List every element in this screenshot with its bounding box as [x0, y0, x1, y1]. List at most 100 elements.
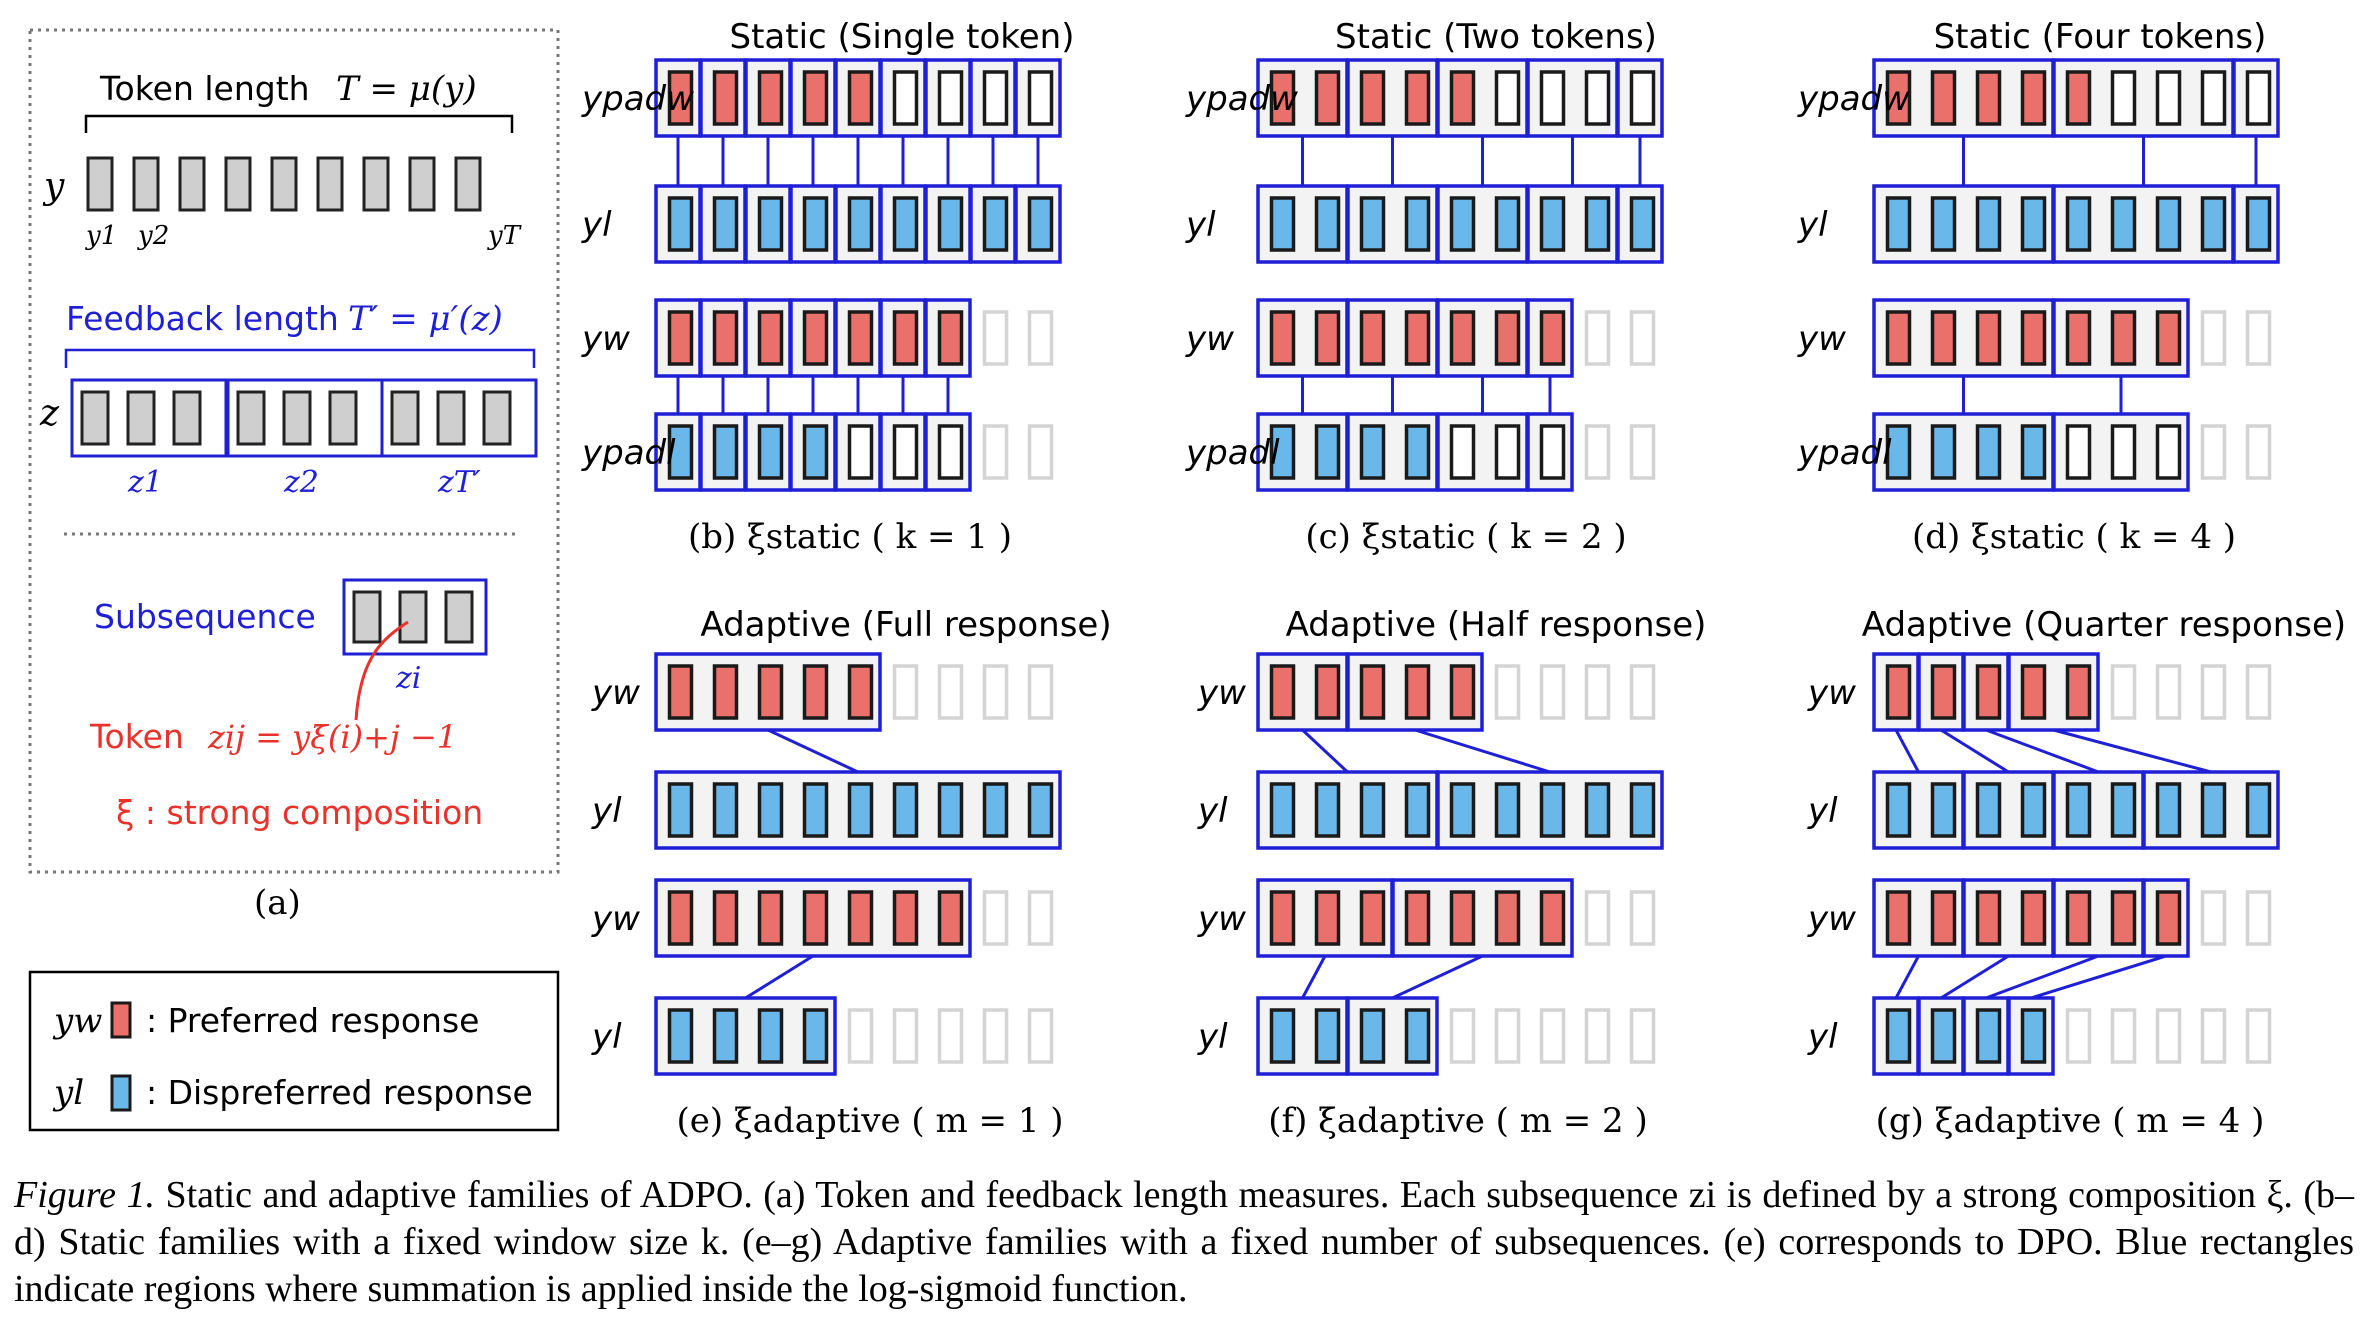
y-token: [454, 156, 482, 212]
z-token: [282, 390, 312, 446]
empty-slot: [1494, 664, 1521, 720]
dispreferred-token: [667, 424, 694, 480]
caption-label: Figure 1.: [14, 1174, 155, 1216]
empty-slot: [1584, 890, 1611, 946]
preferred-token: [1930, 890, 1957, 946]
dispreferred-token: [712, 196, 739, 252]
dispreferred-token: [757, 1008, 784, 1064]
preferred-token: [712, 890, 739, 946]
dispreferred-token: [2065, 782, 2092, 838]
padding-token: [2065, 424, 2092, 480]
panel-f-grid: [1256, 652, 1664, 1076]
empty-slot: [892, 1008, 919, 1064]
pairing-link: [1985, 954, 2100, 1000]
panel-c-grid: [1256, 58, 1664, 492]
dispreferred-token: [2110, 196, 2137, 252]
preferred-token: [1975, 70, 2002, 126]
preferred-token: [667, 70, 694, 126]
padding-token: [1539, 424, 1566, 480]
dispreferred-token: [1539, 782, 1566, 838]
dispreferred-token: [2200, 196, 2227, 252]
feedback-length-formula: T′ = μ′(z): [348, 299, 503, 339]
preferred-token: [757, 70, 784, 126]
dispreferred-token: [1449, 196, 1476, 252]
padding-token: [892, 424, 919, 480]
panel-d-grid: [1872, 58, 2280, 492]
preferred-token: [2155, 310, 2182, 366]
zi-label: zi: [395, 661, 421, 696]
preferred-token: [1885, 310, 1912, 366]
preferred-token: [2065, 664, 2092, 720]
dispreferred-token: [1404, 1008, 1431, 1064]
preferred-token: [2065, 310, 2092, 366]
preferred-token: [1404, 310, 1431, 366]
dispreferred-token: [1404, 424, 1431, 480]
padding-token: [937, 70, 964, 126]
dispreferred-token: [1359, 196, 1386, 252]
empty-slot: [1539, 1008, 1566, 1064]
z-token: [80, 390, 110, 446]
dispreferred-token: [937, 782, 964, 838]
dispreferred-token: [892, 196, 919, 252]
padding-token: [1539, 70, 1566, 126]
y-token: [316, 156, 344, 212]
y-sequence-label: y: [42, 166, 65, 207]
dispreferred-token: [2245, 196, 2272, 252]
row-label: ypadl: [1797, 433, 1892, 473]
z-token: [482, 390, 512, 446]
row-label: yl: [1197, 1017, 1228, 1057]
preferred-token: [757, 664, 784, 720]
panel-e-adaptive-full: Adaptive (Full response) (e) ξadaptive (…: [654, 605, 1112, 1141]
preferred-token: [667, 890, 694, 946]
dispreferred-token: [1314, 196, 1341, 252]
preferred-token: [1975, 310, 2002, 366]
y2-label: y2: [137, 221, 169, 251]
panel-e-title: Adaptive (Full response): [700, 605, 1111, 645]
dispreferred-token: [757, 196, 784, 252]
preferred-token: [1449, 310, 1476, 366]
z-token: [126, 390, 156, 446]
dispreferred-token: [937, 196, 964, 252]
row-label: yw: [1185, 319, 1234, 359]
row-label: yl: [591, 1017, 622, 1057]
empty-slot: [1584, 424, 1611, 480]
dispreferred-token: [1975, 424, 2002, 480]
empty-slot: [892, 664, 919, 720]
preferred-token: [712, 664, 739, 720]
dispreferred-token: [1885, 782, 1912, 838]
empty-slot: [1027, 1008, 1054, 1064]
row-label: yw: [591, 899, 640, 939]
padding-token: [1449, 424, 1476, 480]
padding-token: [2200, 70, 2227, 126]
row-label: yw: [581, 319, 630, 359]
row-label: yw: [1797, 319, 1846, 359]
y-token: [408, 156, 436, 212]
preferred-token: [757, 310, 784, 366]
preferred-token: [1314, 890, 1341, 946]
preferred-token: [1359, 890, 1386, 946]
empty-slot: [1027, 664, 1054, 720]
preferred-token: [1539, 890, 1566, 946]
dispreferred-token: [1975, 782, 2002, 838]
dispreferred-token: [1314, 1008, 1341, 1064]
panel-e-grid: [654, 652, 1062, 1076]
dispreferred-token: [1930, 1008, 1957, 1064]
preferred-token: [1404, 664, 1431, 720]
preferred-token: [2110, 890, 2137, 946]
panel-a-caption: (a): [254, 883, 301, 923]
y1-label: y1: [85, 221, 117, 251]
dispreferred-token: [802, 424, 829, 480]
row-label: yw: [1197, 899, 1246, 939]
dispreferred-token: [1404, 196, 1431, 252]
padding-token: [1629, 70, 1656, 126]
empty-slot: [2245, 890, 2272, 946]
preferred-token: [2155, 890, 2182, 946]
token-label: Token: [89, 717, 184, 756]
preferred-token: [1930, 664, 1957, 720]
preferred-token: [847, 310, 874, 366]
dispreferred-token: [667, 1008, 694, 1064]
figure-diagram: Token length T = μ(y) y y1 y2 yT Feedbac…: [28, 17, 2346, 1141]
dispreferred-token: [2020, 424, 2047, 480]
preferred-token: [1539, 310, 1566, 366]
padding-token: [1027, 70, 1054, 126]
